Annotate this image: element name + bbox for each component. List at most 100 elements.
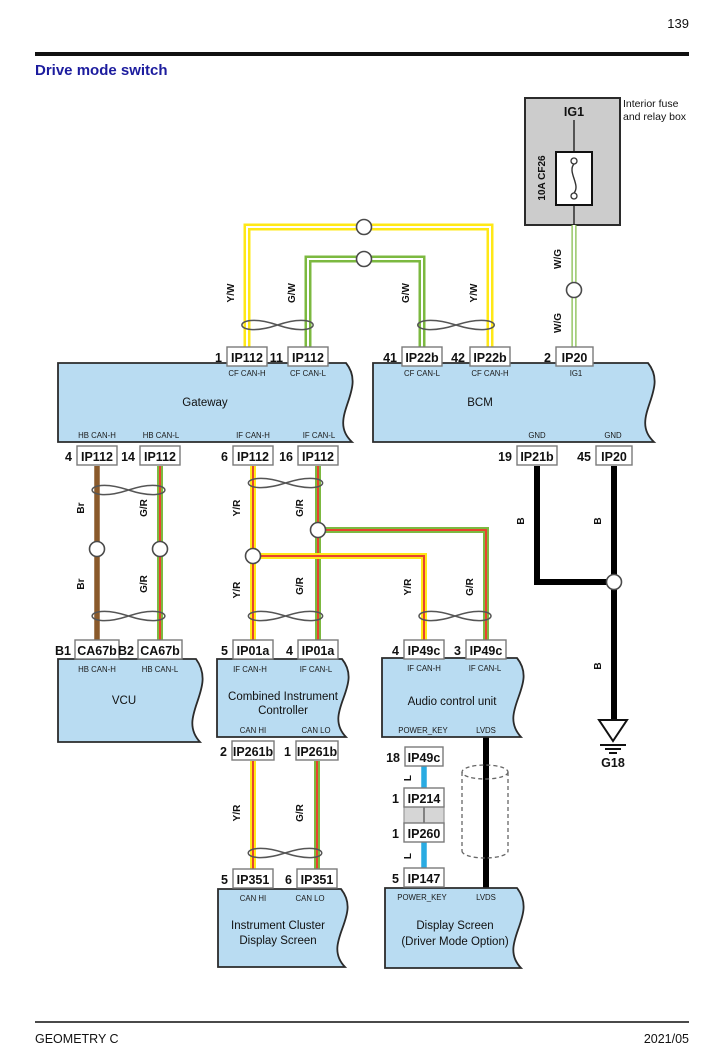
- audio-name: Audio control unit: [408, 696, 498, 708]
- svg-text:IP214: IP214: [408, 792, 441, 806]
- icds-can-lo: CAN LO: [295, 894, 324, 903]
- block-gateway: [57, 362, 355, 443]
- pin-icds-5: 5 IP351: [221, 868, 274, 889]
- pin-cic-4: 4 IP01a: [286, 639, 339, 660]
- pin-audio-4: 4 IP49c: [392, 639, 445, 660]
- cic-can-lo: CAN LO: [301, 726, 330, 735]
- wire-labels: Y/W G/W G/W Y/W W/G W/G Br G/R Br G/R Y/…: [76, 249, 604, 859]
- display-name-line2: (Driver Mode Option): [401, 936, 509, 948]
- svg-text:IP20: IP20: [562, 351, 588, 365]
- bcm-gnd-2: GND: [604, 431, 622, 440]
- gateway-if-can-l: IF CAN-L: [303, 431, 336, 440]
- label-yr-1: Y/R: [232, 499, 243, 516]
- twisted-pair-icon: [91, 610, 166, 622]
- svg-text:1: 1: [215, 351, 222, 365]
- svg-text:18: 18: [386, 751, 400, 765]
- svg-text:42: 42: [451, 351, 465, 365]
- pin-bcm-2: 2 IP20: [544, 346, 594, 367]
- block-vcu: [57, 658, 204, 743]
- pin-gateway-11: 11 IP112: [270, 346, 329, 367]
- block-cic: [216, 658, 350, 738]
- svg-text:IP112: IP112: [302, 450, 334, 464]
- audio-if-can-l: IF CAN-L: [469, 664, 502, 673]
- wire-yw: [243, 223, 494, 348]
- cic-if-can-h: IF CAN-H: [233, 665, 267, 674]
- twisted-pair-icon: [247, 477, 324, 489]
- label-gr-5: G/R: [465, 577, 476, 596]
- label-b-2: B: [593, 517, 604, 524]
- svg-text:IP261b: IP261b: [233, 745, 274, 759]
- svg-text:IP49c: IP49c: [408, 644, 441, 658]
- svg-text:4: 4: [65, 450, 72, 464]
- fuse-relay-box: IG1 10A CF26 Interior fuse and relay box: [524, 97, 687, 226]
- display-name-line1: Display Screen: [416, 920, 493, 932]
- fuse-icon: [555, 151, 593, 206]
- footer-rule: [35, 1021, 689, 1023]
- svg-text:IP01a: IP01a: [302, 644, 336, 658]
- fusebox-note-line1: Interior fuse: [623, 98, 679, 110]
- pin-cic-1: 1 IP261b: [284, 740, 339, 761]
- header-rule: [35, 52, 689, 56]
- label-l-1: L: [403, 775, 414, 781]
- pin-icds-6: 6 IP351: [285, 868, 338, 889]
- display-lvds: LVDS: [476, 893, 496, 902]
- pin-audio-18: 18 IP49c: [386, 746, 444, 767]
- cic-name-line1: Combined Instrument: [228, 691, 339, 703]
- pin-display-5: 5 IP147: [392, 867, 445, 888]
- gateway-cf-can-l: CF CAN-L: [290, 369, 327, 378]
- pin-bcm-41: 41 IP22b: [383, 346, 443, 367]
- icds-name-line2: Display Screen: [239, 935, 316, 947]
- gateway-name: Gateway: [182, 397, 228, 409]
- junction-node: [355, 218, 373, 236]
- wires: [94, 223, 617, 890]
- svg-text:6: 6: [221, 450, 228, 464]
- footer-model: GEOMETRY C: [35, 1032, 119, 1046]
- fuse-rating-label: 10A CF26: [537, 155, 548, 201]
- svg-text:5: 5: [392, 872, 399, 886]
- junction-node: [309, 521, 327, 539]
- shield-icon: [461, 764, 509, 859]
- svg-text:IP112: IP112: [81, 450, 113, 464]
- footer-date: 2021/05: [643, 1032, 689, 1046]
- label-l-2: L: [403, 853, 414, 859]
- pin-gateway-14: 14 IP112: [121, 445, 181, 466]
- label-gr-2: G/R: [139, 574, 150, 593]
- twisted-pair-icon: [241, 319, 314, 331]
- vcu-hb-can-l: HB CAN-L: [142, 665, 179, 674]
- page-number: 139: [667, 16, 689, 31]
- label-yr-3: Y/R: [403, 578, 414, 595]
- label-yw-1: Y/W: [226, 283, 237, 302]
- label-gr-6: G/R: [295, 803, 306, 822]
- label-b-1: B: [516, 517, 527, 524]
- svg-text:5: 5: [221, 873, 228, 887]
- pin-bcm-45: 45 IP20: [577, 445, 633, 466]
- label-yr-4: Y/R: [232, 804, 243, 821]
- junction-node: [605, 573, 623, 591]
- bcm-gnd-1: GND: [528, 431, 546, 440]
- pin-gateway-4: 4 IP112: [65, 445, 118, 466]
- gateway-hb-can-l: HB CAN-L: [143, 431, 180, 440]
- icds-can-hi: CAN HI: [240, 894, 266, 903]
- page-title: Drive mode switch: [35, 62, 168, 79]
- block-audio: [381, 657, 525, 738]
- twisted-pair-icon: [247, 847, 323, 859]
- svg-text:IP261b: IP261b: [297, 745, 338, 759]
- junction-node: [244, 547, 262, 565]
- block-display: [384, 887, 525, 969]
- junction-nodes: [88, 218, 623, 591]
- pin-ip214: 1 IP214: [392, 787, 445, 808]
- pin-vcu-b2: B2 CA67b: [118, 639, 183, 660]
- svg-text:1: 1: [284, 745, 291, 759]
- label-gw-1: G/W: [287, 282, 298, 303]
- svg-text:14: 14: [121, 450, 135, 464]
- audio-if-can-h: IF CAN-H: [407, 664, 441, 673]
- svg-text:IP351: IP351: [301, 873, 334, 887]
- label-gw-2: G/W: [401, 282, 412, 303]
- svg-text:CA67b: CA67b: [140, 644, 180, 658]
- svg-text:3: 3: [454, 644, 461, 658]
- svg-text:19: 19: [498, 450, 512, 464]
- component-blocks: Gateway CF CAN-H CF CAN-L HB CAN-H HB CA…: [57, 362, 657, 969]
- twisted-pair-icon: [247, 610, 324, 622]
- svg-text:IP112: IP112: [231, 351, 263, 365]
- svg-text:41: 41: [383, 351, 397, 365]
